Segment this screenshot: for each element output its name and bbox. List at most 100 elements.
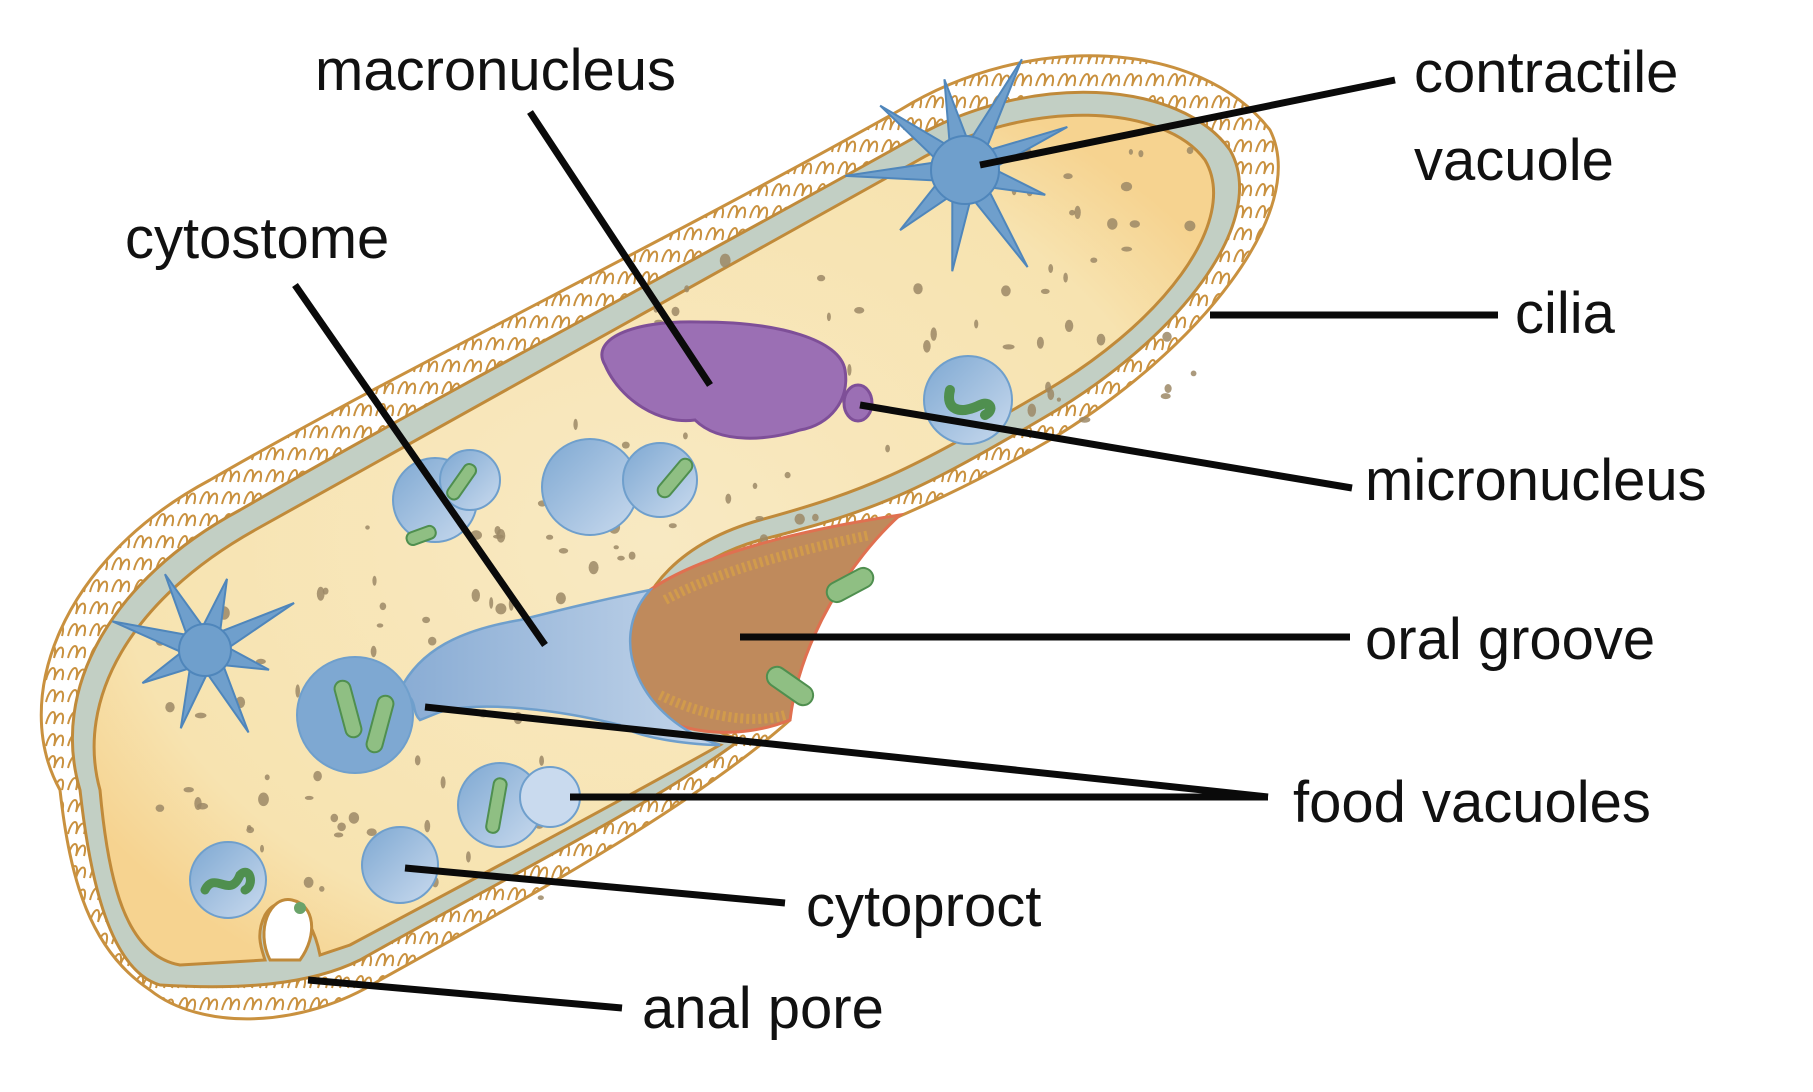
granule [165,702,175,713]
granule [1069,209,1076,216]
granule [812,513,819,522]
granule [1002,344,1015,350]
granule [1064,319,1074,332]
granule [295,684,301,698]
granule [365,525,370,530]
granule [558,548,569,554]
granule [303,876,314,888]
granule [194,797,202,810]
granule [428,636,437,646]
label-micronucleus: micronucleus [1365,448,1707,513]
granule [337,822,346,832]
granule [440,776,446,789]
granule [183,787,194,793]
granule [684,285,690,293]
leader-contractile-vacuole [979,76,1396,169]
granule [333,832,344,838]
granule [348,812,360,824]
granule [155,804,165,812]
label-contractile-vacuole-line2: vacuole [1414,128,1614,193]
granule [313,770,322,782]
granule [885,444,890,453]
granule [330,813,339,823]
granule [1048,264,1054,273]
granule [817,274,826,282]
contractile-vacuole-center [930,135,1000,205]
granule [255,658,266,665]
contractile-vacuole-center [178,623,232,677]
granule [1121,246,1133,252]
granule [264,774,270,781]
granule [379,602,387,611]
granule [304,795,314,800]
anal-pore [262,898,314,962]
granule [1036,336,1044,349]
granule [537,895,544,900]
granule [573,418,578,431]
granule [489,597,494,609]
label-cilia: cilia [1515,281,1616,346]
granule [826,312,831,322]
granule [539,755,544,766]
granule [496,529,506,543]
label-anal-pore: anal pore [642,976,884,1041]
granule [1138,150,1144,158]
granule [1001,285,1011,297]
granule [913,283,923,295]
granule [1190,370,1197,377]
bacteria [765,566,875,707]
leader-anal-pore [307,976,623,1012]
granule [1162,331,1172,342]
granule [546,534,554,540]
granule [1128,149,1133,155]
granule [1120,181,1133,192]
granule [930,327,937,341]
granule [471,588,480,602]
label-cytostome: cytostome [125,206,389,271]
food-vacuole [296,656,414,774]
label-contractile-vacuole-line1: contractile [1414,40,1678,105]
granule [752,482,758,489]
granule [1040,288,1050,294]
food-vacuole [541,438,698,536]
granule [974,319,979,329]
leader-food-vacuole-1 [424,703,1269,801]
contractile-vacuole-anterior [844,58,1068,272]
food-vacuole [457,762,581,848]
food-vacuole [361,826,439,904]
granule [370,645,377,658]
granule [1063,173,1073,180]
granule [366,828,377,836]
granule [424,819,431,833]
label-cytoproct: cytoproct [806,874,1041,939]
granule [376,623,384,628]
cytostome [398,588,721,747]
granule [755,516,764,521]
granule [316,586,325,601]
granule [719,253,731,268]
granule [671,306,680,317]
leader-lines [292,76,1498,1012]
label-oral-groove: oral groove [1365,607,1655,672]
granule [1090,257,1098,263]
granule [372,575,377,586]
leader-cytoproct [404,864,786,907]
food-vacuoles [189,355,1013,919]
granule [1074,205,1081,219]
granule [1056,397,1061,402]
food-vacuole [189,841,267,919]
leader-macronucleus [527,110,713,387]
granule [1129,220,1141,228]
granule [588,561,599,575]
granule [1079,416,1091,423]
granule [1107,218,1118,230]
contractile-vacuole-posterior [111,573,295,734]
granule [1063,272,1068,283]
granule [194,712,207,719]
granule [319,886,325,892]
granule [794,513,805,525]
granule [422,616,431,624]
granule [258,792,269,807]
granule [1096,333,1106,346]
